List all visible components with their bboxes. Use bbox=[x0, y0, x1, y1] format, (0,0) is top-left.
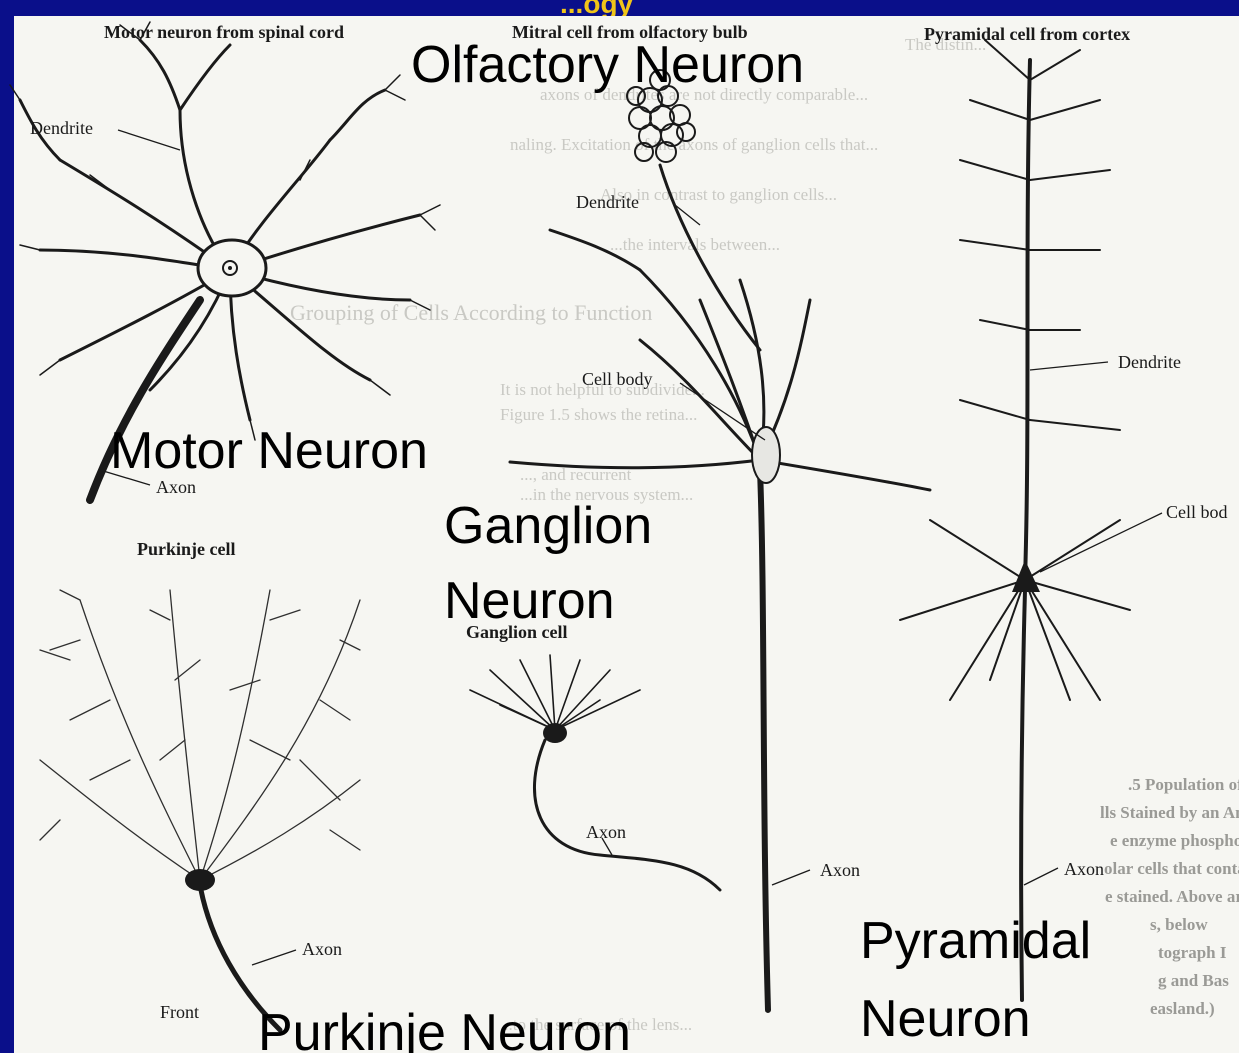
label-mitral-dendrite: Dendrite bbox=[576, 192, 639, 212]
overlay-label-ganglion-line1: Ganglion bbox=[444, 497, 652, 555]
figure-title-motor: Motor neuron from spinal cord bbox=[104, 22, 344, 42]
purkinje-cell-illustration bbox=[40, 590, 360, 1030]
overlay-label-pyramidal-line2: Neuron bbox=[860, 990, 1031, 1048]
caption-line: s, below bbox=[1150, 915, 1208, 934]
overlay-label-pyramidal-line1: Pyramidal bbox=[860, 912, 1091, 970]
figure-title-purkinje: Purkinje cell bbox=[137, 539, 235, 559]
background-heading: Grouping of Cells According to Function bbox=[290, 300, 652, 325]
overlay-label-purkinje-neuron: Purkinje Neuron bbox=[258, 1004, 631, 1053]
overlay-label-olfactory-neuron: Olfactory Neuron bbox=[411, 36, 804, 94]
figure-title-pyramidal: Pyramidal cell from cortex bbox=[924, 24, 1130, 44]
caption-line: lls Stained by an Antibody bbox=[1100, 803, 1239, 822]
caption-line: e stained. Above are pho- bbox=[1105, 887, 1239, 906]
caption-line: tograph I bbox=[1158, 943, 1227, 962]
caption-line: .5 Population of Rod bbox=[1128, 775, 1239, 794]
overlay-label-ganglion-line2: Neuron bbox=[444, 572, 615, 630]
label-purkinje-axon: Axon bbox=[302, 939, 342, 959]
caption-line: easland.) bbox=[1150, 999, 1215, 1018]
svg-text:Figure 1.5 shows the retina...: Figure 1.5 shows the retina... bbox=[500, 405, 697, 424]
caption-line: olar cells that contain the bbox=[1104, 859, 1239, 878]
label-mitral-axon: Axon bbox=[820, 860, 860, 880]
caption-line: g and Bas bbox=[1158, 971, 1229, 990]
background-caption: .5 Population of Rod lls Stained by an A… bbox=[1100, 775, 1239, 1018]
label-motor-dendrite: Dendrite bbox=[30, 118, 93, 138]
label-pyramidal-dendrite: Dendrite bbox=[1118, 352, 1181, 372]
label-motor-axon: Axon bbox=[156, 477, 196, 497]
label-ganglion-axon: Axon bbox=[586, 822, 626, 842]
pyramidal-cell-illustration bbox=[900, 40, 1130, 1000]
label-purkinje-front: Front bbox=[160, 1002, 199, 1022]
caption-line: e enzyme phosphokinase bbox=[1110, 831, 1239, 850]
ganglion-cell-illustration bbox=[470, 655, 720, 890]
overlay-label-motor-neuron: Motor Neuron bbox=[110, 422, 428, 480]
svg-text:naling. Excitation of the axon: naling. Excitation of the axons of gangl… bbox=[510, 135, 878, 154]
label-mitral-cell-body: Cell body bbox=[582, 369, 653, 389]
label-pyramidal-cell-body: Cell bod bbox=[1166, 502, 1228, 522]
label-pyramidal-axon: Axon bbox=[1064, 859, 1104, 879]
